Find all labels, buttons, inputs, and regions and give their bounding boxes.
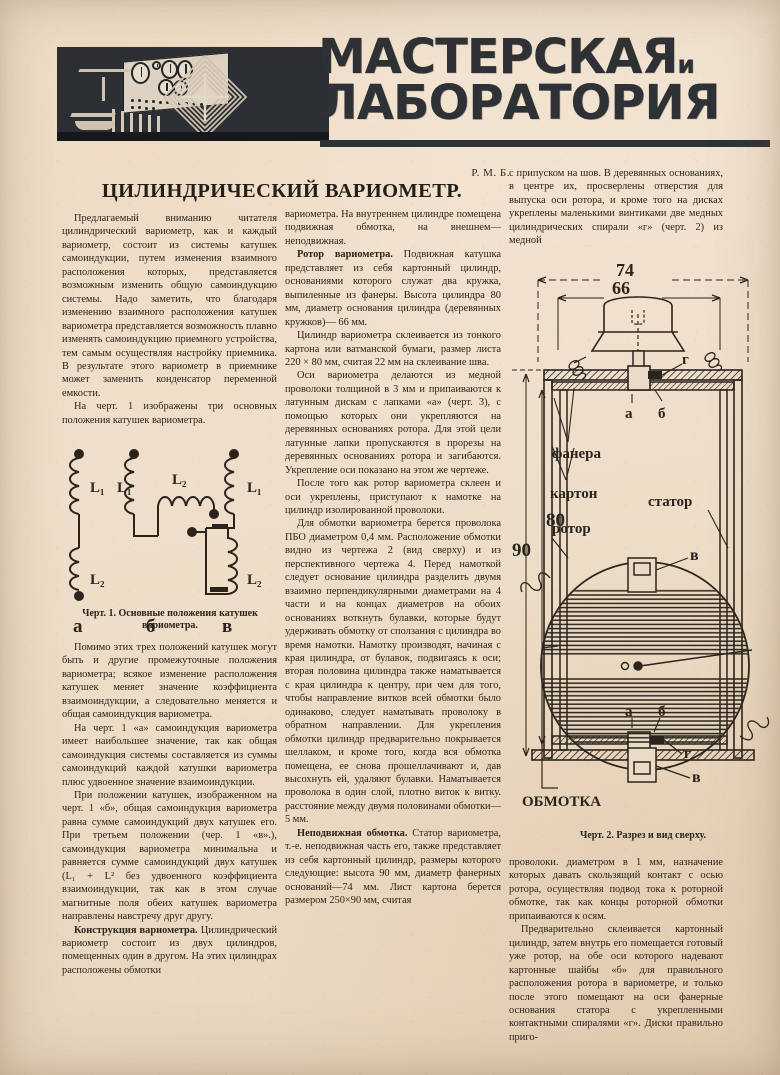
panel-dot (178, 108, 181, 111)
panel-dot (192, 103, 195, 106)
text-column-3-bottom: проволоки. диаметром в 1 мм, назначение … (509, 856, 723, 1044)
figure1-sublabel-v: в (222, 616, 232, 637)
paragraph: При положении катушек, изображенном на ч… (62, 789, 277, 923)
paragraph: Предлагаемый вниманию читателя цилиндрич… (62, 213, 278, 399)
frame-antenna-icon (162, 54, 248, 140)
masthead-word-masterskaya: МАСТЕРСКАЯ (318, 29, 678, 85)
coil-label-L1: L₁ (117, 480, 132, 496)
bench-graphic (75, 121, 115, 130)
callout-b-top: б (658, 406, 666, 422)
paragraph: с припуском на шов. В деревянных основан… (509, 168, 723, 247)
run-in-heading: Неподвижная обмотка. (297, 827, 408, 839)
paragraph: вариометра. На внутреннем цилиндре помещ… (285, 209, 501, 247)
page-title: ЦИЛИНДРИЧЕСКИЙ ВАРИОМЕТР. (101, 180, 463, 202)
part-label-rotor: ротор (552, 521, 591, 537)
figure-1-coil-positions: L₁ L₁ L₂ L₂ L₁ L₂ а б в (62, 444, 278, 640)
panel-dot (152, 107, 155, 110)
part-label-karton: картон (550, 486, 598, 502)
dimension-90: 90 (512, 540, 531, 561)
panel-dot (138, 99, 141, 102)
cabinet-bar (139, 114, 142, 133)
coil-label-L1: L₁ (247, 480, 262, 496)
masthead-title-line2: ЛАБОРАТОРИЯ (318, 75, 721, 132)
illustration-base-bar (57, 132, 329, 141)
panel-dot (138, 106, 141, 109)
figure-2-caption: Черт. 2. Разрез и вид сверху. (580, 830, 706, 841)
panel-dot (200, 103, 203, 106)
panel-dot (152, 100, 155, 103)
bench-graphic (78, 69, 132, 72)
paragraph: На черт. 1 изображены три основных полож… (62, 401, 277, 426)
text-column-2: вариометра. На внутреннем цилиндре помещ… (285, 208, 501, 908)
masthead-rule (320, 140, 770, 147)
paragraph-body: Цилиндрический вариометр состоит из двух… (62, 924, 278, 976)
panel-dot (145, 100, 148, 103)
text-column-1-top: Предлагаемый вниманию читателя цилиндрич… (62, 212, 277, 427)
bench-graphic (70, 113, 116, 117)
figure1-sublabel-b: б (146, 616, 156, 637)
masthead-conjunction: и (677, 50, 695, 79)
masthead-title-line1: МАСТЕРСКАЯи (318, 33, 768, 81)
text-column-1-bottom: Помимо этих трех положений катушек могут… (62, 641, 277, 977)
panel-dot (131, 99, 134, 102)
panel-dot (166, 101, 169, 104)
paragraph: Ротор вариометра. Подвижная катушка пред… (285, 248, 501, 329)
paragraph-body: Статор вариометра, т.-е. неподвижная час… (285, 827, 501, 907)
paragraph: Оси вариометра делаются из медной провол… (285, 370, 501, 476)
coil-label-L1: L₁ (90, 480, 105, 496)
coil-label-L2: L₂ (247, 572, 262, 588)
paragraph: Помимо этих трех положений катушек могут… (62, 642, 277, 721)
cabinet-bar (121, 111, 124, 133)
paragraph: На черт. 1 «а» самоиндукция вариометра и… (62, 722, 277, 788)
dimension-80: 80 (546, 510, 565, 531)
paragraph: После того как ротор вариометра склеен и… (285, 478, 501, 516)
text-column-3-top: с припуском на шов. В деревянных основан… (509, 167, 723, 248)
bench-graphic (102, 77, 105, 101)
panel-dot (131, 106, 134, 109)
paragraph: Цилиндр вариометра склеивается из тонког… (285, 330, 501, 368)
panel-dot (145, 107, 148, 110)
callout-g-bottom: г (684, 746, 691, 762)
paragraph: Конструкция вариометра. Цилиндрический в… (62, 924, 277, 978)
paragraph: Неподвижная обмотка. Статор вариометра, … (285, 827, 501, 908)
callout-a-top: а (625, 406, 633, 422)
callout-g-top: г (682, 352, 689, 368)
part-label-obmotka: ОБМОТКА (522, 794, 601, 810)
run-in-heading: Конструкция вариометра. (74, 924, 198, 936)
figure-2-variometer-section: 74 66 (512, 258, 774, 828)
cabinet-bar (157, 116, 160, 133)
radio-workshop-illustration (57, 47, 329, 141)
figure1-sublabel-a: а (73, 616, 83, 637)
article-byline: Р. М. Б. (471, 167, 510, 179)
meter-dial-icon (152, 61, 161, 70)
masthead: МАСТЕРСКАЯи ЛАБОРАТОРИЯ (0, 0, 780, 160)
cabinet-bar (130, 113, 133, 133)
figure-1-caption: Черт. 1. Основные положения катушек вари… (82, 608, 258, 632)
paragraph: проволоки. диаметром в 1 мм, назначение … (509, 857, 723, 922)
cabinet-bar (148, 115, 151, 133)
coil-label-L2: L₂ (90, 572, 105, 588)
paragraph: Для обмотки вариометра берется проволока… (285, 518, 501, 826)
panel-dot (159, 101, 162, 104)
paragraph: Предварительно склеивается картонный цил… (509, 924, 723, 1043)
dimension-66: 66 (612, 278, 630, 298)
part-label-faneraa: фанера (552, 446, 602, 462)
part-label-stator: статор (648, 494, 692, 510)
callout-v-top: в (690, 547, 699, 564)
masthead-title: МАСТЕРСКАЯи ЛАБОРАТОРИЯ (318, 33, 768, 132)
coil-label-L2: L₂ (172, 472, 187, 488)
paragraph-body: Подвижная катушка представляет из себя к… (285, 249, 501, 328)
meter-dial-icon (131, 62, 150, 84)
run-in-heading: Ротор вариометра. (297, 249, 393, 261)
dimension-74: 74 (616, 260, 634, 280)
callout-v-bottom: в (692, 769, 701, 786)
